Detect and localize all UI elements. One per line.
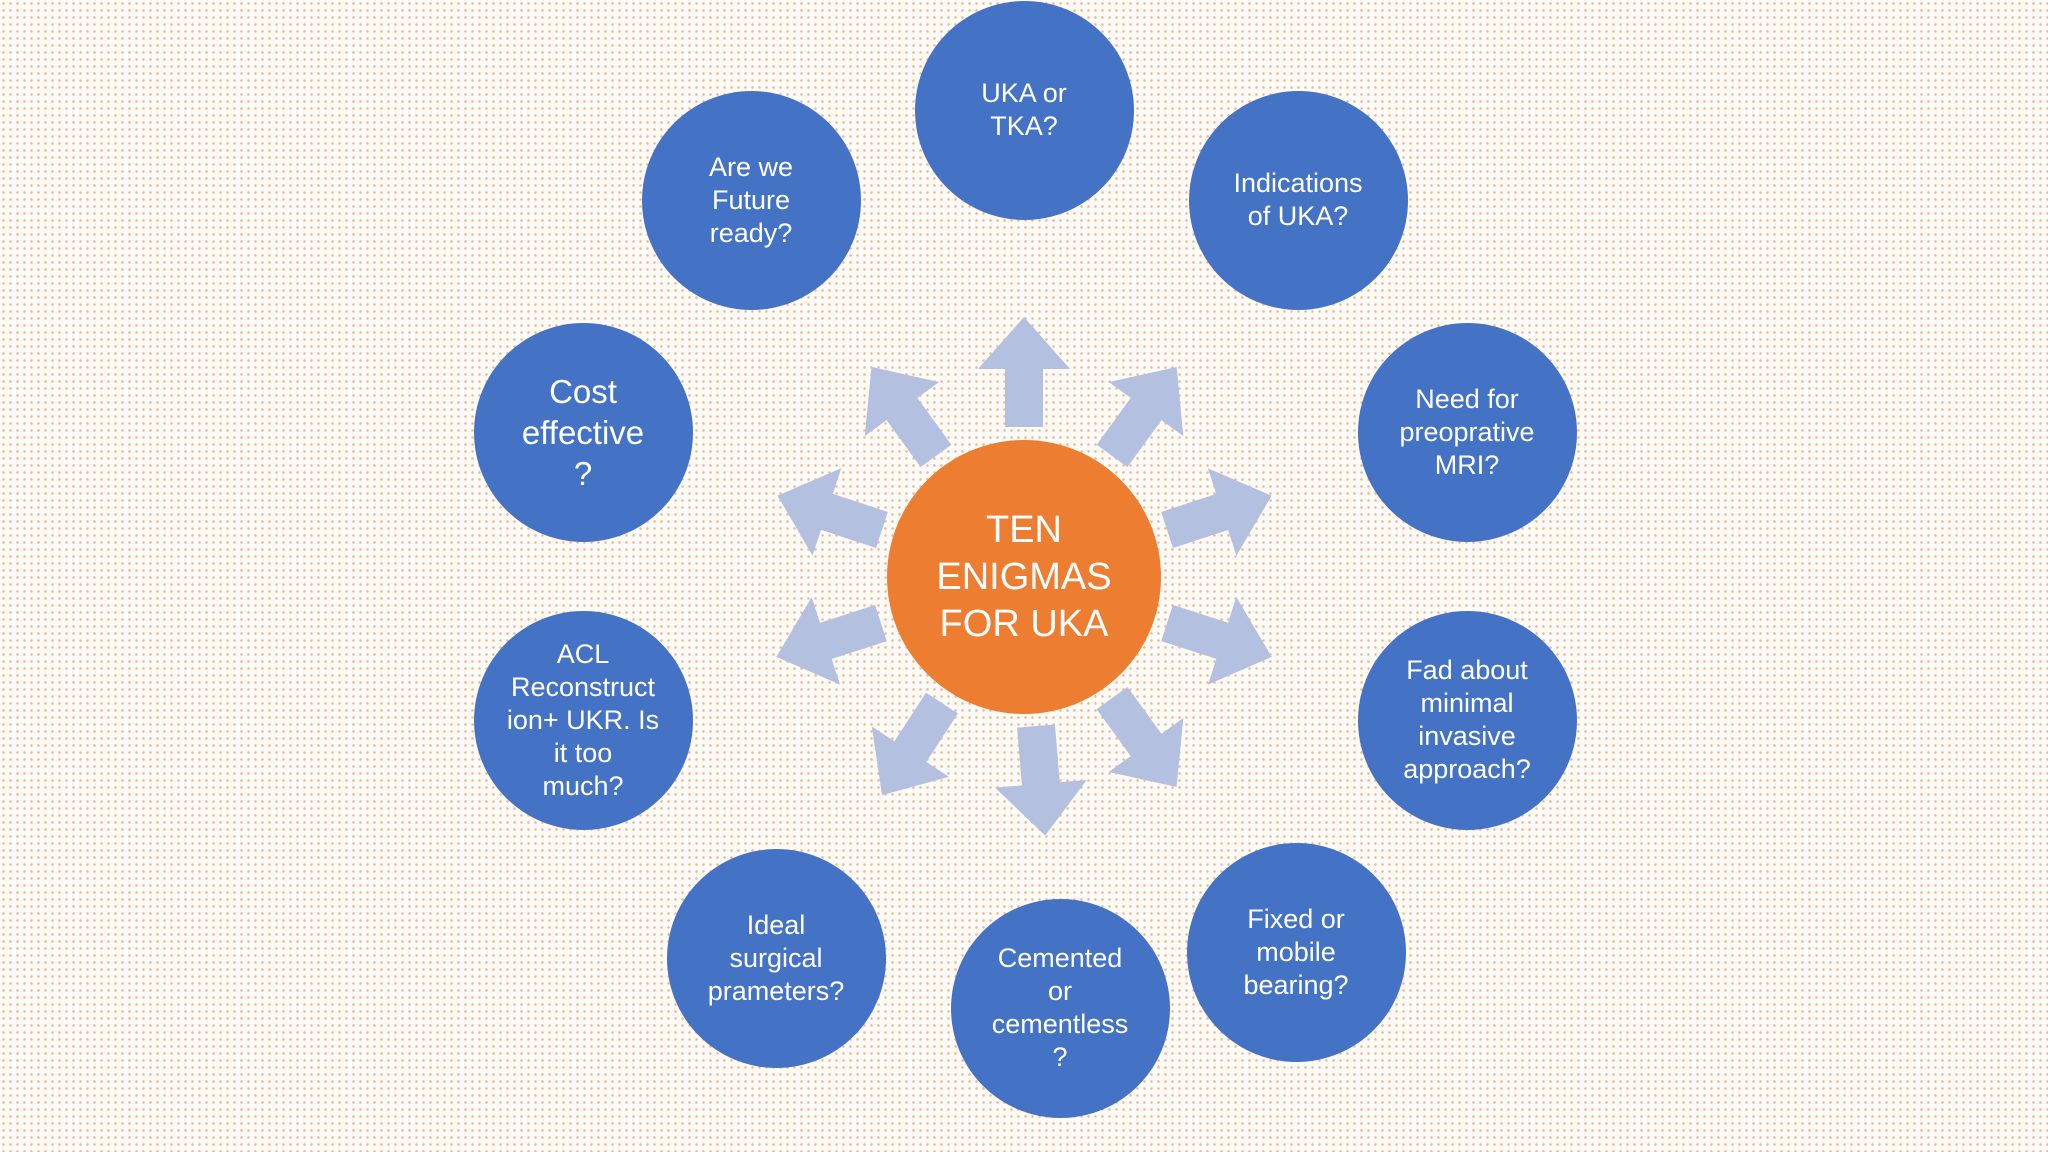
node-surgical-parameters: Ideal surgical prameters? <box>666 848 886 1068</box>
arrow-to-preoperative-mri <box>1152 452 1285 574</box>
node-label: Indications of UKA? <box>1233 168 1363 231</box>
node-label: Cost effective ? <box>521 372 645 492</box>
arrow-to-cemented-or-cementless <box>991 723 1092 840</box>
node-label: Ideal surgical prameters? <box>707 909 845 1006</box>
node-acl-reconstruction: ACL Reconstruct ion+ UKR. Is it too much… <box>473 610 693 830</box>
node-label: Need for preoprative MRI? <box>1399 383 1535 480</box>
node-cemented-or-cementless: Cemented or cementless ? <box>950 898 1170 1118</box>
arrow-to-uka-or-tka <box>978 317 1070 427</box>
node-label: Fad about minimal invasive approach? <box>1403 655 1531 784</box>
arrow-to-surgical-parameters <box>844 678 981 820</box>
node-future-ready: Are we Future ready? <box>641 90 861 310</box>
arrow-to-fixed-or-mobile <box>1075 671 1214 814</box>
arrow-to-cost-effective <box>763 452 896 574</box>
center-node-label: TEN ENIGMAS FOR UKA <box>936 508 1112 645</box>
arrow-to-indications <box>1075 340 1214 483</box>
node-fixed-or-mobile: Fixed or mobile bearing? <box>1186 842 1406 1062</box>
node-label: Are we Future ready? <box>708 151 794 248</box>
node-cost-effective: Cost effective ? <box>473 322 693 542</box>
node-label: ACL Reconstruct ion+ UKR. Is it too much… <box>506 638 660 801</box>
node-label: UKA or TKA? <box>981 78 1067 141</box>
node-preoperative-mri: Need for preoprative MRI? <box>1357 322 1577 542</box>
node-minimal-invasive: Fad about minimal invasive approach? <box>1357 610 1577 830</box>
arrow-to-acl-reconstruction <box>762 580 895 701</box>
arrow-to-future-ready <box>834 339 973 482</box>
node-label: Cemented or cementless ? <box>991 943 1129 1072</box>
node-indications: Indications of UKA? <box>1188 90 1408 310</box>
node-uka-or-tka: UKA or TKA? <box>914 0 1134 220</box>
node-label: Fixed or mobile bearing? <box>1243 903 1349 1000</box>
arrow-to-minimal-invasive <box>1153 579 1286 700</box>
center-node: TEN ENIGMAS FOR UKA <box>887 440 1161 714</box>
